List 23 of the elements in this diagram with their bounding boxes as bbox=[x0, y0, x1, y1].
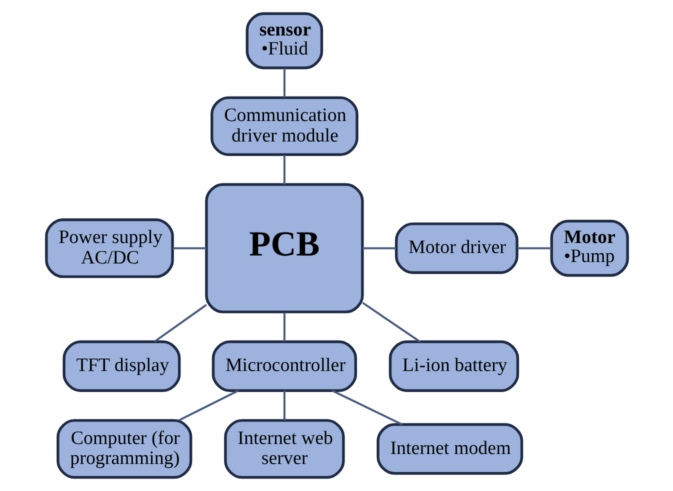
connector bbox=[282, 155, 285, 184]
node-box: Computer (for programming) bbox=[56, 419, 192, 479]
connector bbox=[282, 68, 285, 98]
node-box: PCB bbox=[204, 183, 364, 314]
connector bbox=[362, 302, 420, 343]
connector bbox=[331, 390, 402, 426]
connector bbox=[282, 390, 285, 420]
node-box: TFT display bbox=[62, 340, 180, 392]
connector bbox=[282, 312, 285, 342]
connector bbox=[172, 247, 206, 250]
node-box: Internet modem bbox=[376, 423, 523, 475]
node-box: Communication driver module bbox=[210, 96, 358, 156]
connector bbox=[516, 247, 551, 250]
node-box: Motor •Pump bbox=[550, 220, 628, 277]
connector bbox=[178, 390, 238, 422]
node-box: Microcontroller bbox=[211, 340, 356, 392]
node-box: Internet web server bbox=[224, 419, 344, 479]
node-box: Li-ion battery bbox=[388, 340, 519, 392]
connector bbox=[154, 304, 206, 342]
node-box: Motor driver bbox=[394, 222, 518, 274]
connector bbox=[362, 247, 396, 250]
node-box: Power supply AC/DC bbox=[44, 218, 174, 278]
node-box: sensor •Fluid bbox=[245, 12, 323, 70]
